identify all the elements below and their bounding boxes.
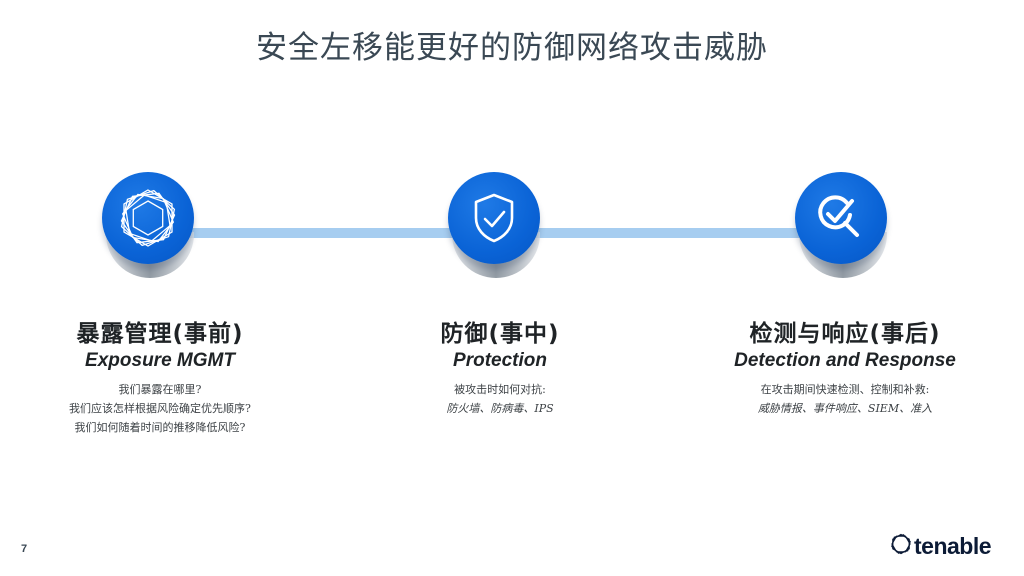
node-circle	[448, 172, 540, 264]
tenable-logo: tenable	[890, 532, 992, 559]
stage-description: 被攻击时如何对抗: 防火墙、防病毒、IPS	[350, 380, 650, 418]
stage-cn-heading: 防御(事中)	[440, 321, 560, 347]
stage-node-protection	[448, 172, 544, 282]
stage-column-exposure: 暴露管理(事前) Exposure MGMT 我们暴露在哪里? 我们应该怎样根据…	[10, 314, 310, 437]
page-number: 7	[21, 543, 28, 555]
stage-description: 在攻击期间快速检测、控制和补救: 威胁情报、事件响应、SIEM、准入	[695, 380, 995, 418]
logo-text: tenable	[914, 532, 992, 559]
node-circle	[102, 172, 194, 264]
magnifier-check-icon	[816, 193, 866, 243]
stage-column-protection: 防御(事中) Protection 被攻击时如何对抗: 防火墙、防病毒、IPS	[350, 314, 650, 418]
slide-title: 安全左移能更好的防御网络攻击威胁	[256, 30, 768, 66]
description-line: 被攻击时如何对抗:	[454, 383, 546, 396]
description-line-examples: 威胁情报、事件响应、SIEM、准入	[757, 402, 933, 415]
description-line: 在攻击期间快速检测、控制和补救:	[760, 383, 930, 396]
description-line: 我们应该怎样根据风险确定优先顺序?	[69, 402, 251, 415]
description-line: 我们如何随着时间的推移降低风险?	[74, 421, 246, 434]
shield-check-icon	[470, 192, 518, 244]
description-line-examples: 防火墙、防病毒、IPS	[446, 402, 554, 415]
stage-cn-heading: 暴露管理(事前)	[76, 321, 244, 347]
node-circle	[795, 172, 887, 264]
stage-node-exposure	[102, 172, 198, 282]
hexagon-layers-icon	[113, 183, 183, 253]
stage-column-detection: 检测与响应(事后) Detection and Response 在攻击期间快速…	[695, 314, 995, 418]
description-line: 我们暴露在哪里?	[118, 383, 202, 396]
stage-node-detection	[795, 172, 891, 282]
stage-description: 我们暴露在哪里? 我们应该怎样根据风险确定优先顺序? 我们如何随着时间的推移降低…	[10, 380, 310, 437]
stage-en-heading: Detection and Response	[734, 350, 956, 371]
stage-en-heading: Protection	[453, 350, 547, 371]
hexagon-logo-icon	[890, 533, 912, 559]
stage-en-heading: Exposure MGMT	[85, 350, 235, 371]
stage-cn-heading: 检测与响应(事后)	[749, 321, 941, 347]
